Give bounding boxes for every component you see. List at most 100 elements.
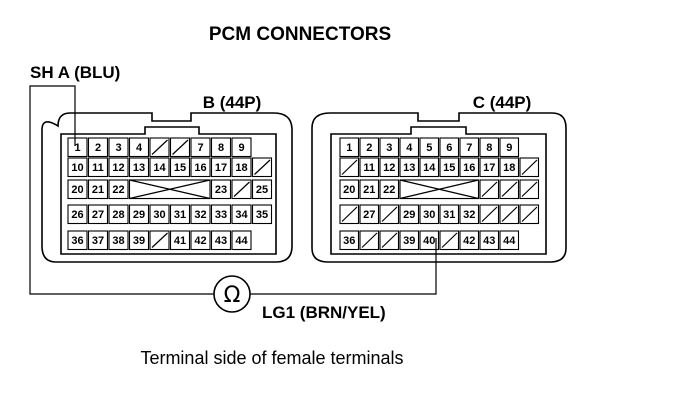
- terminal-cell: [459, 137, 480, 158]
- terminal-number: 5: [426, 142, 432, 154]
- terminal-cell: [439, 204, 460, 225]
- unused-terminal-slash: [151, 139, 168, 155]
- terminal-number: 7: [197, 142, 203, 154]
- unused-terminal-slash: [521, 181, 538, 197]
- terminal-number: 32: [463, 209, 475, 221]
- terminal-number: 28: [112, 209, 124, 221]
- terminal-cell: [210, 230, 232, 251]
- unused-terminal-slash: [521, 206, 538, 222]
- terminal-cell: [67, 157, 88, 178]
- caption: Terminal side of female terminals: [140, 348, 403, 368]
- terminal-cell: [339, 230, 360, 251]
- terminal-number: 8: [486, 142, 492, 154]
- terminal-cell: [67, 179, 88, 200]
- terminal-number: 44: [503, 235, 516, 247]
- unused-terminal-slash: [361, 232, 378, 248]
- terminal-number: 41: [174, 235, 186, 247]
- terminal-cell: [210, 179, 232, 200]
- terminal-cell: [479, 157, 500, 178]
- terminal-cell: [419, 230, 440, 251]
- terminal-cell: [128, 137, 150, 158]
- terminal-number: 1: [346, 142, 352, 154]
- terminal-number: 12: [112, 162, 124, 174]
- ohm-symbol: Ω: [224, 283, 241, 308]
- terminal-number: 13: [403, 162, 415, 174]
- terminal-cell: [87, 230, 109, 251]
- terminal-number: 25: [256, 184, 268, 196]
- terminal-cell: [108, 179, 129, 200]
- unused-terminal-slash: [501, 181, 518, 197]
- terminal-cell: [419, 137, 440, 158]
- terminal-cell: [231, 204, 252, 225]
- terminal-cell: [108, 230, 129, 251]
- terminal-cell: [359, 157, 380, 178]
- terminal-number: 8: [218, 142, 224, 154]
- connector-b-label: B (44P): [203, 93, 262, 112]
- terminal-cell: [67, 137, 88, 158]
- connector-b-housing: [41, 112, 293, 263]
- diagram-title: PCM CONNECTORS: [209, 24, 391, 45]
- terminal-number: 30: [153, 209, 165, 221]
- terminal-number: 15: [174, 162, 186, 174]
- blocked-area-cross: [399, 179, 479, 200]
- terminal-number: 7: [466, 142, 472, 154]
- terminal-cell: [479, 137, 500, 158]
- terminal-number: 9: [506, 142, 512, 154]
- terminal-cell: [169, 204, 191, 225]
- terminal-number: 11: [363, 162, 375, 174]
- terminal-cell: [210, 157, 232, 178]
- terminal-cell: [210, 204, 232, 225]
- unused-terminal-slash: [254, 159, 271, 175]
- terminal-cell: [87, 204, 109, 225]
- terminal-number: 43: [483, 235, 495, 247]
- terminal-number: 40: [423, 235, 435, 247]
- unused-terminal-slash: [441, 232, 458, 248]
- probe-wire-sh-a: [29, 85, 214, 295]
- terminal-cell: [67, 204, 88, 225]
- terminal-cell: [399, 230, 420, 251]
- terminal-number: 6: [446, 142, 452, 154]
- terminal-number: 2: [366, 142, 372, 154]
- terminal-cell: [359, 204, 380, 225]
- terminal-number: 14: [153, 162, 166, 174]
- probe-wire-lg1: [250, 238, 437, 295]
- terminal-cell: [339, 179, 360, 200]
- test-wiring: Ω: [29, 85, 437, 313]
- terminal-number: 33: [215, 209, 227, 221]
- ohmmeter-icon: [213, 275, 251, 313]
- terminal-cell: [379, 179, 400, 200]
- terminal-cell: [479, 230, 500, 251]
- terminal-cell: [419, 157, 440, 178]
- unused-terminal-slash: [341, 206, 358, 222]
- terminal-number: 3: [115, 142, 121, 154]
- connector-c-housing: [311, 112, 567, 263]
- unused-terminal-slash: [151, 232, 168, 248]
- terminal-cell: [399, 157, 420, 178]
- terminal-number: 27: [92, 209, 104, 221]
- terminal-cell: [231, 230, 252, 251]
- unused-terminal-slash: [381, 206, 398, 222]
- terminal-cell: [108, 137, 129, 158]
- terminal-cell: [359, 137, 380, 158]
- terminal-number: 31: [443, 209, 455, 221]
- terminal-number: 38: [112, 235, 124, 247]
- terminal-cell: [231, 157, 252, 178]
- terminal-cell: [339, 137, 360, 158]
- terminal-cell: [128, 204, 150, 225]
- terminal-cell: [169, 230, 191, 251]
- terminal-cell: [499, 157, 520, 178]
- terminal-number: 30: [423, 209, 435, 221]
- terminal-cell: [87, 137, 109, 158]
- terminal-number: 35: [256, 209, 268, 221]
- terminal-number: 2: [95, 142, 101, 154]
- terminal-cell: [251, 204, 273, 225]
- terminal-cell: [359, 179, 380, 200]
- terminal-cell: [190, 157, 211, 178]
- terminal-cell: [128, 157, 150, 178]
- terminal-cell: [399, 137, 420, 158]
- terminal-number: 43: [215, 235, 227, 247]
- terminal-number: 44: [235, 235, 248, 247]
- terminal-number: 42: [194, 235, 206, 247]
